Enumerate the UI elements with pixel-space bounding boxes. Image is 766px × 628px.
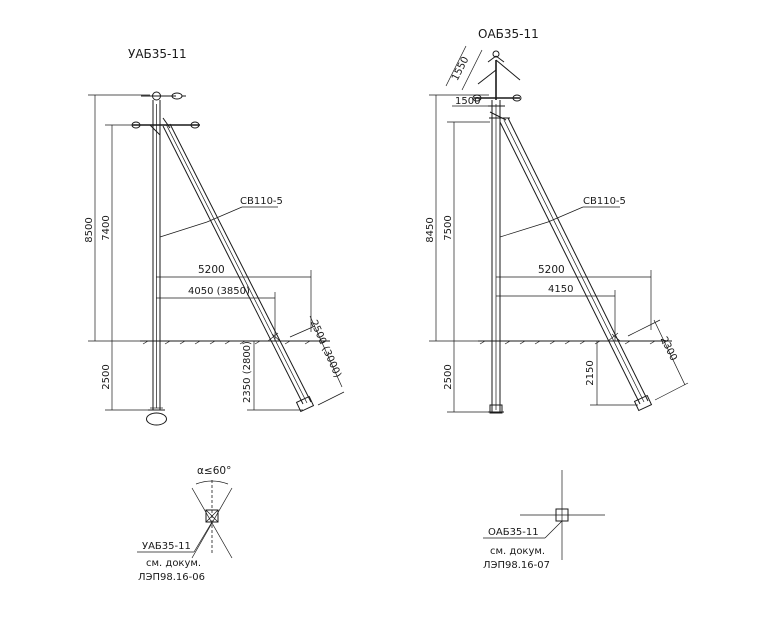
right-title: ОАБ35-11 bbox=[478, 27, 539, 41]
left-dim-strut-len: 2500 (3000) bbox=[308, 318, 343, 379]
left-plan-angle: α≤60° bbox=[197, 465, 231, 477]
right-dim-1550: 1550 bbox=[450, 55, 471, 83]
left-strut-dimensions: 2350 (2800) 2500 (3000) bbox=[242, 315, 345, 411]
left-strut bbox=[162, 123, 315, 413]
left-dim-span-top: 5200 bbox=[198, 264, 225, 276]
right-dim-total: 8450 bbox=[425, 217, 436, 242]
right-vertical-dimensions: 8450 7500 2500 bbox=[425, 94, 490, 413]
right-plan-view: ОАБ35-11 см. докум. ЛЭП98.16-07 bbox=[483, 470, 605, 571]
left-ground bbox=[140, 332, 330, 345]
right-dim-strut-depth: 2150 bbox=[585, 360, 596, 385]
right-plan-ref2: ЛЭП98.16-07 bbox=[483, 560, 550, 571]
left-dim-total: 8500 bbox=[84, 217, 95, 242]
left-plan-ref2: ЛЭП98.16-06 bbox=[138, 572, 205, 583]
right-dim-strut-len: 2300 bbox=[658, 335, 679, 363]
right-strut-dimensions: 2150 2300 bbox=[585, 319, 689, 406]
right-ground bbox=[478, 332, 672, 345]
left-title: УАБ35-11 bbox=[128, 47, 187, 61]
left-cable-leader: СВ110-5 bbox=[159, 196, 283, 238]
left-plan-label: УАБ35-11 bbox=[142, 541, 191, 552]
right-dim-span-top: 5200 bbox=[538, 264, 565, 276]
left-plan-view: α≤60° УАБ35-11 см. докум. ЛЭП98.16-06 bbox=[137, 465, 233, 583]
right-horizontal-dimensions: 5200 4150 bbox=[496, 264, 652, 341]
right-plan-label: ОАБ35-11 bbox=[488, 527, 539, 538]
right-cable-label: СВ110-5 bbox=[583, 196, 626, 207]
right-strut bbox=[499, 117, 653, 412]
right-pole bbox=[472, 50, 522, 414]
left-dim-strut-depth: 2350 (2800) bbox=[242, 341, 253, 403]
left-horizontal-dimensions: 5200 4050 (3850) bbox=[156, 264, 312, 341]
left-dim-underground: 2500 bbox=[101, 364, 112, 389]
right-plan-ref1: см. докум. bbox=[490, 546, 545, 557]
right-dim-1500: 1500 bbox=[455, 96, 480, 107]
right-cable-leader: СВ110-5 bbox=[499, 196, 626, 238]
right-support-elevation: ОАБ35-11 bbox=[425, 27, 689, 414]
left-cable-label: СВ110-5 bbox=[240, 196, 283, 207]
left-dim-wire: 7400 bbox=[101, 215, 112, 240]
right-dim-underground: 2500 bbox=[443, 364, 454, 389]
left-support-elevation: УАБ35-11 bbox=[84, 47, 345, 426]
left-plan-ref1: см. докум. bbox=[146, 558, 201, 569]
left-dim-span-bottom: 4050 (3850) bbox=[188, 286, 250, 297]
left-pole bbox=[131, 91, 200, 426]
right-dim-wire: 7500 bbox=[443, 215, 454, 240]
right-dim-span-bottom: 4150 bbox=[548, 284, 573, 295]
left-vertical-dimensions: 8500 7400 2500 bbox=[84, 94, 150, 411]
